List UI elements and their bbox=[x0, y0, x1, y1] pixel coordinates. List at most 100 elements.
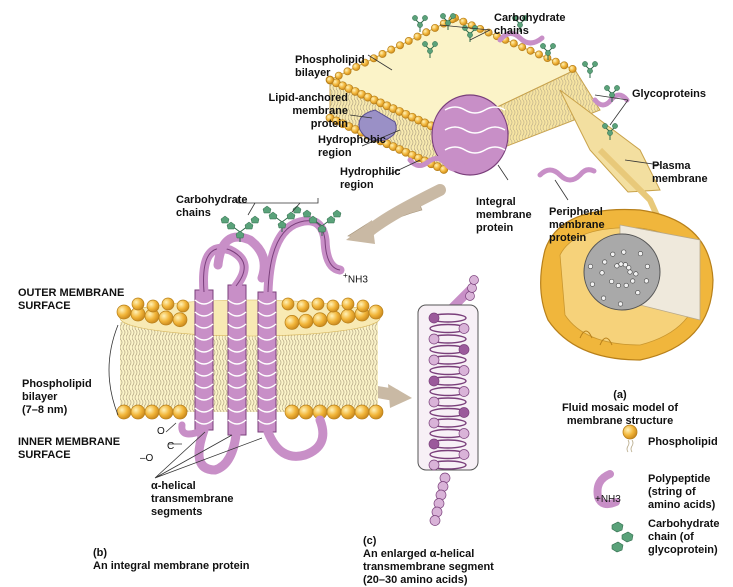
carbohydrate-unit bbox=[545, 50, 550, 55]
label-lipid-anchored-protein: Lipid-anchored membrane protein bbox=[262, 92, 348, 131]
label-outer-membrane-surface: OUTER MEMBRANE SURFACE bbox=[18, 287, 124, 313]
phospholipid-head bbox=[173, 405, 187, 419]
label-nh3-b: +NH3 bbox=[343, 256, 368, 286]
amino-acid bbox=[459, 345, 469, 355]
carbohydrate-unit bbox=[602, 123, 607, 128]
amino-acid bbox=[459, 429, 469, 439]
label-glycoproteins: Glycoproteins bbox=[632, 88, 706, 101]
phospholipid-head bbox=[552, 58, 559, 65]
label-carbohydrate-chains-b: Carbohydrate chains bbox=[176, 194, 248, 220]
phospholipid-head bbox=[369, 405, 383, 419]
label-integral-membrane-protein: Integral membrane protein bbox=[476, 196, 532, 235]
nuclear-pore bbox=[588, 264, 592, 268]
phospholipid-head bbox=[162, 298, 174, 310]
carbohydrate-unit bbox=[422, 41, 427, 46]
caption-c-letter: (c) bbox=[363, 535, 376, 547]
nuclear-pore bbox=[618, 302, 622, 306]
amino-acid bbox=[459, 387, 469, 397]
phospholipid-head bbox=[131, 405, 145, 419]
nuclear-pore bbox=[601, 296, 605, 300]
phospholipid-head bbox=[147, 300, 159, 312]
carbohydrate-unit bbox=[614, 85, 619, 90]
label-inner-membrane-surface: INNER MEMBRANE SURFACE bbox=[18, 436, 120, 462]
carbohydrate-unit bbox=[587, 68, 592, 73]
phospholipid-head bbox=[423, 29, 430, 36]
phospholipid-head bbox=[341, 309, 355, 323]
phospholipid-head bbox=[341, 405, 355, 419]
phospholipid-head bbox=[117, 405, 131, 419]
amino-acid bbox=[429, 376, 439, 386]
amino-acid bbox=[429, 439, 439, 449]
phospholipid-head bbox=[145, 405, 159, 419]
carbohydrate-unit bbox=[440, 13, 445, 18]
phospholipid-head bbox=[299, 314, 313, 328]
label-peripheral-membrane-protein: Peripheral membrane protein bbox=[549, 206, 605, 245]
phospholipid-head bbox=[159, 405, 173, 419]
phospholipid-head bbox=[342, 298, 354, 310]
phospholipid-head bbox=[312, 298, 324, 310]
amino-acid bbox=[459, 408, 469, 418]
amino-acid bbox=[429, 418, 439, 428]
zoom-arrow-top-body bbox=[368, 190, 440, 232]
phospholipid-head bbox=[414, 33, 421, 40]
amino-acid bbox=[429, 397, 439, 407]
nh3-text-b: NH3 bbox=[348, 274, 368, 285]
nuclear-pore bbox=[600, 271, 604, 275]
amino-acid bbox=[429, 460, 439, 470]
nuclear-pore bbox=[603, 260, 607, 264]
phospholipid-head bbox=[535, 51, 542, 58]
nuclear-pore bbox=[628, 270, 632, 274]
phospholipid-head bbox=[282, 298, 294, 310]
phospholipid-head bbox=[327, 311, 341, 325]
carbohydrate-unit bbox=[607, 130, 612, 135]
carbohydrate-unit bbox=[412, 15, 417, 20]
phospholipid-head bbox=[396, 42, 403, 49]
carbohydrate-unit bbox=[427, 48, 432, 53]
phospholipid-head bbox=[527, 47, 534, 54]
label-phospholipid-bilayer-a: Phospholipid bilayer bbox=[295, 54, 365, 80]
phospholipid-head bbox=[299, 405, 313, 419]
carbohydrate-unit bbox=[303, 210, 311, 217]
nuclear-pore bbox=[590, 282, 594, 286]
label-plasma-membrane: Plasma membrane bbox=[652, 160, 708, 186]
label-carboxyl-o1: O bbox=[157, 425, 165, 438]
carbohydrate-unit bbox=[263, 206, 271, 213]
panel-b-integral-protein bbox=[109, 198, 383, 478]
carbohydrate-unit bbox=[450, 13, 455, 18]
phospholipid-head bbox=[355, 405, 369, 419]
caption-b-text: An integral membrane protein bbox=[93, 560, 249, 572]
phospholipid-head bbox=[405, 37, 412, 44]
nuclear-pore bbox=[616, 283, 620, 287]
amino-acid bbox=[459, 450, 469, 460]
carbohydrate-unit bbox=[417, 22, 422, 27]
nuclear-pore bbox=[638, 251, 642, 255]
phospholipid-head bbox=[297, 300, 309, 312]
legend-nh3: +NH3 bbox=[595, 493, 621, 506]
amino-acid bbox=[459, 324, 469, 334]
helix-bundle-b bbox=[195, 285, 276, 435]
amino-acid bbox=[429, 355, 439, 365]
nuclear-pore bbox=[645, 264, 649, 268]
nuclear-pore bbox=[634, 272, 638, 276]
nuclear-pore bbox=[609, 279, 613, 283]
carbohydrate-unit bbox=[278, 221, 286, 228]
phospholipid-head bbox=[285, 405, 299, 419]
nuclear-pore bbox=[619, 262, 623, 266]
phospholipid-head bbox=[519, 44, 526, 51]
caption-a: (a) Fluid mosaic model of membrane struc… bbox=[520, 376, 720, 428]
phospholipid-head bbox=[561, 62, 568, 69]
phospholipid-head bbox=[285, 315, 299, 329]
carbohydrate-unit bbox=[540, 43, 545, 48]
amino-acid bbox=[470, 276, 479, 285]
phospholipid-head bbox=[327, 300, 339, 312]
phospholipid-head bbox=[388, 46, 395, 53]
nuclear-pore bbox=[623, 263, 627, 267]
caption-c-text: An enlarged α-helical transmembrane segm… bbox=[363, 548, 494, 586]
label-carbohydrate-chains-a: Carbohydrate chains bbox=[494, 12, 566, 38]
carbohydrate-unit bbox=[432, 41, 437, 46]
carbohydrate-unit bbox=[609, 92, 614, 97]
caption-b-letter: (b) bbox=[93, 547, 107, 559]
carbohydrate-unit bbox=[251, 216, 259, 223]
carbohydrate-unit bbox=[612, 123, 617, 128]
nuclear-pore bbox=[624, 283, 628, 287]
